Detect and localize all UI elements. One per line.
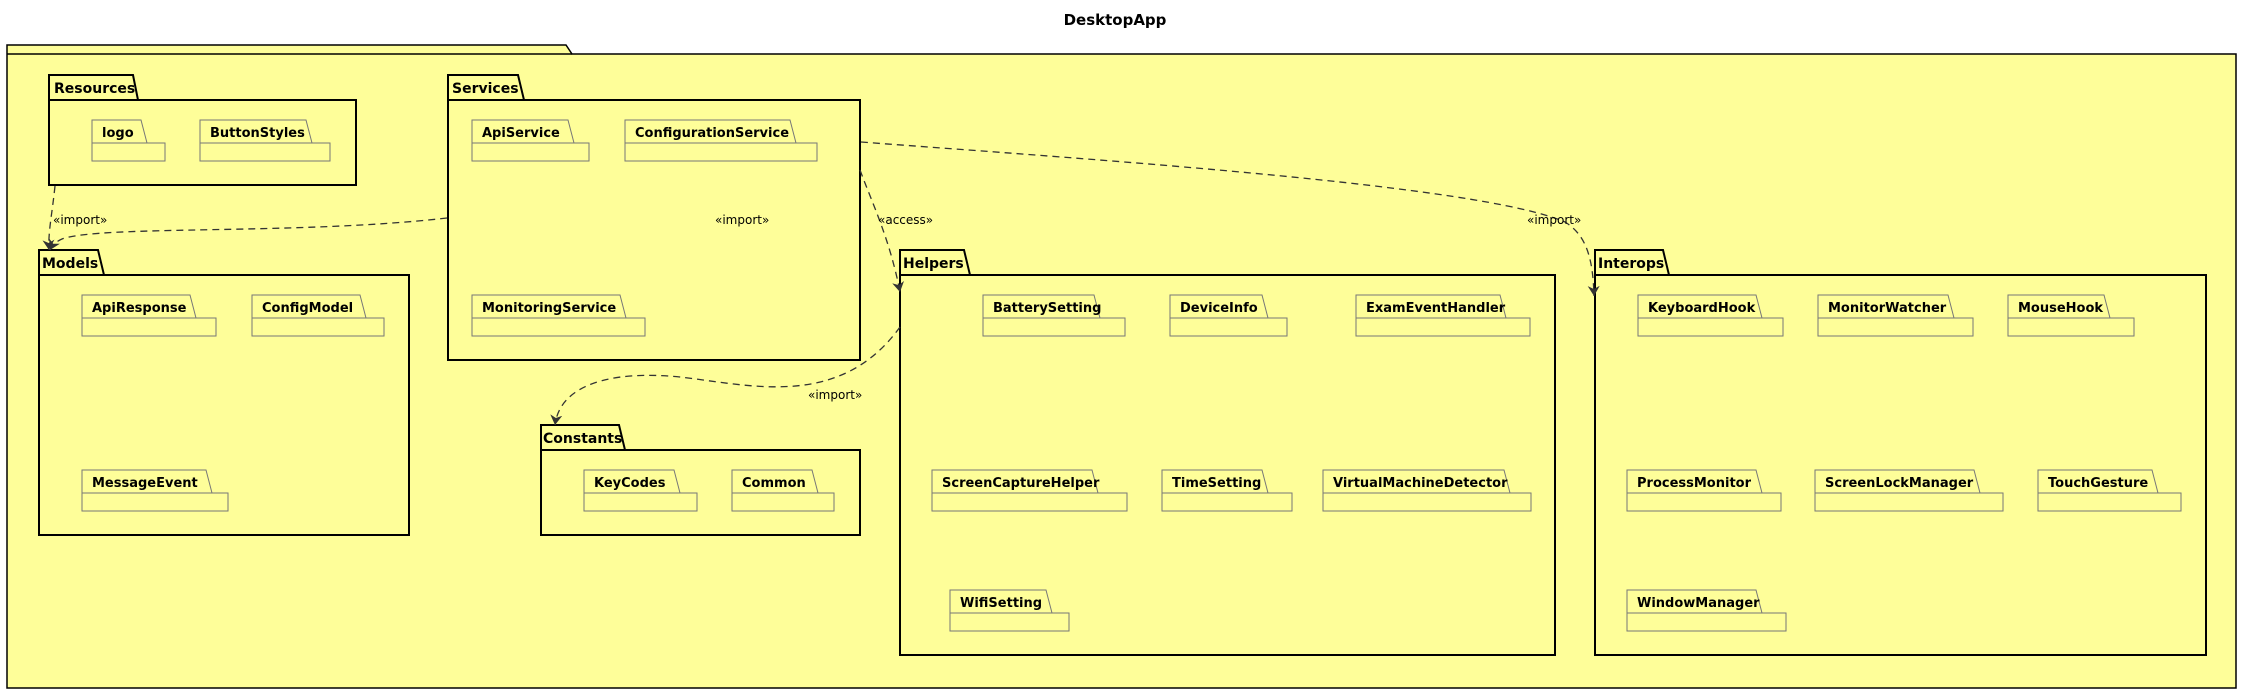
touchgesture-package[interactable]: TouchGesture xyxy=(2037,469,2182,512)
batterysetting-package[interactable]: BatterySetting xyxy=(982,294,1126,337)
virtualmachinedetector-label: VirtualMachineDetector xyxy=(1333,476,1508,491)
helpers-package[interactable]: Helpers xyxy=(899,249,1556,656)
buttonstyles-label: ButtonStyles xyxy=(210,126,305,141)
logo-label: logo xyxy=(102,126,134,141)
deviceinfo-package[interactable]: DeviceInfo xyxy=(1169,294,1288,337)
windowmanager-package[interactable]: WindowManager xyxy=(1626,589,1787,632)
services-label: Services xyxy=(452,81,519,97)
virtualmachinedetector-package[interactable]: VirtualMachineDetector xyxy=(1322,469,1532,512)
screenlockmanager-label: ScreenLockManager xyxy=(1825,476,1974,491)
helpers-label: Helpers xyxy=(903,256,964,272)
resources-label: Resources xyxy=(54,81,135,97)
edge-services-interops-label: «import» xyxy=(1527,213,1581,227)
processmonitor-package[interactable]: ProcessMonitor xyxy=(1626,469,1782,512)
keycodes-package[interactable]: KeyCodes xyxy=(583,469,698,512)
monitoringservice-label: MonitoringService xyxy=(482,301,616,316)
mousehook-label: MouseHook xyxy=(2018,301,2103,316)
monitoringservice-package[interactable]: MonitoringService xyxy=(471,294,646,337)
keycodes-label: KeyCodes xyxy=(594,476,666,491)
deviceinfo-label: DeviceInfo xyxy=(1180,301,1258,316)
diagram-title: DesktopApp xyxy=(1064,11,1167,29)
monitorwatcher-package[interactable]: MonitorWatcher xyxy=(1817,294,1974,337)
configurationservice-label: ConfigurationService xyxy=(635,126,789,141)
wifisetting-label: WifiSetting xyxy=(960,596,1042,611)
apiresponse-package[interactable]: ApiResponse xyxy=(81,294,217,337)
interops-package[interactable]: Interops xyxy=(1594,249,2207,656)
constants-label: Constants xyxy=(543,431,622,447)
messageevent-label: MessageEvent xyxy=(92,476,198,491)
configmodel-package[interactable]: ConfigModel xyxy=(251,294,385,337)
edge-services-interops: «import» xyxy=(860,141,1600,297)
configurationservice-package[interactable]: ConfigurationService xyxy=(624,119,818,162)
wifisetting-package[interactable]: WifiSetting xyxy=(949,589,1070,632)
logo-package[interactable]: logo xyxy=(91,119,166,162)
edge-helpers-constants-label: «import» xyxy=(808,388,862,402)
touchgesture-label: TouchGesture xyxy=(2048,476,2148,491)
timesetting-label: TimeSetting xyxy=(1172,476,1261,491)
timesetting-package[interactable]: TimeSetting xyxy=(1161,469,1293,512)
edge-services-helpers-label: «access» xyxy=(878,213,933,227)
processmonitor-label: ProcessMonitor xyxy=(1637,476,1752,491)
monitorwatcher-label: MonitorWatcher xyxy=(1828,301,1947,316)
apiservice-package[interactable]: ApiService xyxy=(471,119,590,162)
buttonstyles-package[interactable]: ButtonStyles xyxy=(199,119,331,162)
messageevent-package[interactable]: MessageEvent xyxy=(81,469,229,512)
models-label: Models xyxy=(42,256,98,272)
interops-label: Interops xyxy=(1598,256,1664,272)
exameventhandler-label: ExamEventHandler xyxy=(1366,301,1506,316)
keyboardhook-label: KeyboardHook xyxy=(1648,301,1756,316)
common-package[interactable]: Common xyxy=(731,469,835,512)
keyboardhook-package[interactable]: KeyboardHook xyxy=(1637,294,1784,337)
mousehook-package[interactable]: MouseHook xyxy=(2007,294,2135,337)
apiservice-label: ApiService xyxy=(482,126,560,141)
edge-services-helpers: «access» xyxy=(859,169,933,293)
edge-resources-models-label: «import» xyxy=(53,213,107,227)
windowmanager-label: WindowManager xyxy=(1637,596,1760,611)
screencapturehelper-label: ScreenCaptureHelper xyxy=(942,476,1100,491)
exameventhandler-package[interactable]: ExamEventHandler xyxy=(1355,294,1531,337)
screencapturehelper-package[interactable]: ScreenCaptureHelper xyxy=(931,469,1128,512)
batterysetting-label: BatterySetting xyxy=(993,301,1101,316)
edge-resources-models: «import» xyxy=(42,185,107,251)
edge-services-models xyxy=(49,217,448,251)
edge-helpers-constants: «import» xyxy=(550,326,901,426)
services-floating-import-label: «import» xyxy=(715,213,769,227)
common-label: Common xyxy=(742,476,806,491)
apiresponse-label: ApiResponse xyxy=(92,301,187,316)
screenlockmanager-package[interactable]: ScreenLockManager xyxy=(1814,469,2004,512)
configmodel-label: ConfigModel xyxy=(262,301,353,316)
